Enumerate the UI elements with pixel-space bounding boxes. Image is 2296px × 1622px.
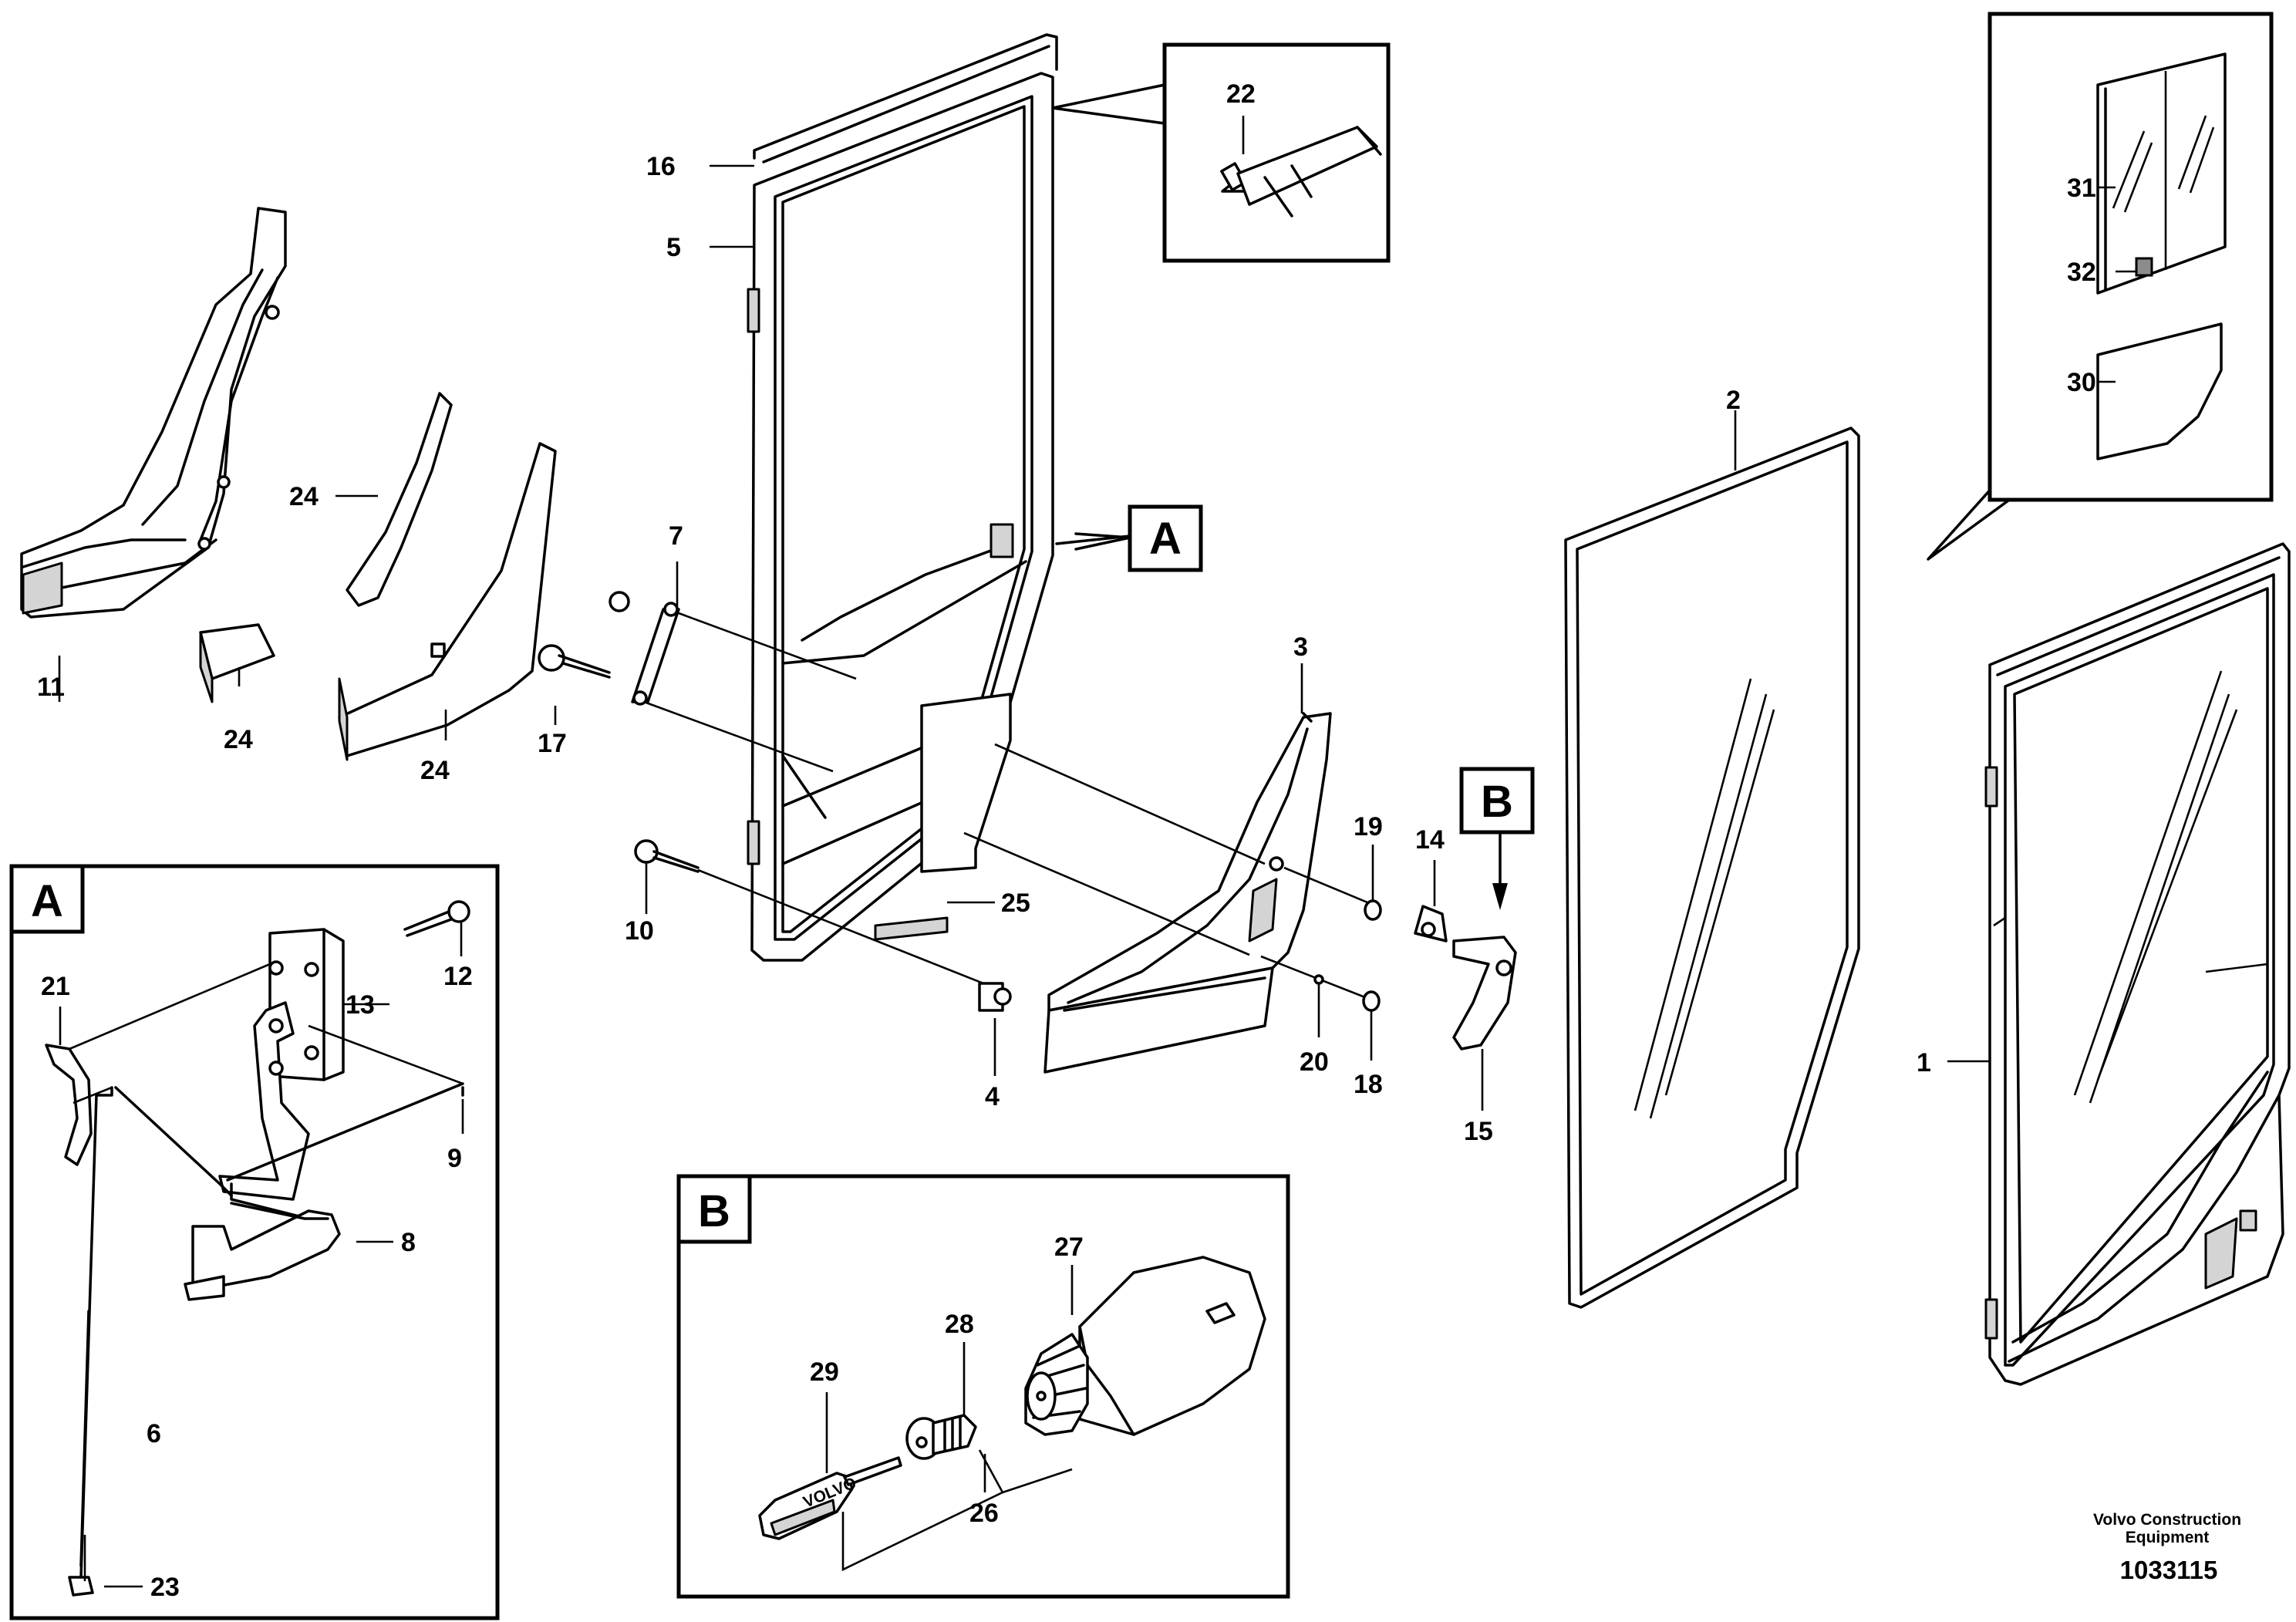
glass-pane-2	[1564, 427, 1860, 1309]
footer: Volvo Construction Equipment 1033115	[2093, 1511, 2241, 1584]
rod-6	[72, 1086, 113, 1579]
handle-8	[184, 1182, 341, 1301]
label-5: 5	[666, 233, 681, 262]
label-11: 11	[37, 673, 65, 702]
spacer-14	[1414, 905, 1448, 943]
callout-b-ref: B	[1459, 767, 1535, 910]
screw-20	[1313, 974, 1324, 985]
callout-a-ref: A	[1055, 504, 1203, 572]
detail-b-box: B VOLVO	[676, 1174, 1290, 1599]
label-24-upper: 24	[289, 482, 319, 511]
label-27: 27	[1054, 1233, 1084, 1262]
door-assembly-1	[1984, 542, 2291, 1386]
bolt-17	[538, 644, 611, 679]
label-26: 26	[969, 1499, 999, 1528]
label-21: 21	[41, 972, 70, 1001]
label-22: 22	[1226, 79, 1256, 109]
window-detail-box	[1927, 12, 2274, 561]
label-4: 4	[985, 1082, 1000, 1111]
part-labels: 1 2 3 4 5 6 7 8 9 10 11 12 13 14 15 16 1…	[37, 79, 2096, 1602]
label-3: 3	[1293, 632, 1308, 662]
clip-23	[68, 1576, 94, 1597]
bracket-7	[609, 591, 857, 773]
detail-a-letter: A	[31, 876, 63, 926]
filler-piece-24-lower	[338, 442, 557, 761]
spring-28	[905, 1414, 977, 1460]
label-15: 15	[1464, 1117, 1493, 1146]
label-28: 28	[945, 1310, 974, 1339]
label-29: 29	[810, 1357, 839, 1387]
strip-25	[874, 916, 949, 941]
label-31: 31	[2067, 174, 2096, 203]
label-8: 8	[401, 1228, 416, 1257]
wedge-24-small	[199, 623, 275, 703]
callout-b-letter: B	[1481, 777, 1513, 827]
side-panel-11	[20, 207, 287, 619]
label-9: 9	[447, 1144, 462, 1173]
label-13: 13	[346, 990, 375, 1020]
trim-panel-3	[963, 712, 1377, 1074]
label-20: 20	[1300, 1047, 1329, 1077]
door-frame-5	[747, 72, 1054, 962]
rod-link	[114, 1086, 233, 1197]
detail-a-box: A	[9, 864, 500, 1620]
screw-12	[403, 900, 470, 937]
label-24-left: 24	[224, 725, 253, 754]
label-19: 19	[1354, 812, 1383, 841]
label-30: 30	[2067, 368, 2096, 397]
callout-a-letter: A	[1149, 514, 1182, 564]
label-16: 16	[646, 152, 676, 181]
sealant-detail-box	[1051, 42, 1391, 263]
drawing-number: 1033115	[2120, 1556, 2218, 1584]
label-14: 14	[1415, 825, 1445, 855]
label-7: 7	[669, 521, 683, 551]
lever-21	[45, 1044, 93, 1166]
company-line-1: Volvo Construction	[2093, 1511, 2241, 1529]
label-32: 32	[2067, 258, 2096, 287]
striker-4	[978, 982, 1012, 1012]
latch-body-13	[268, 928, 345, 1081]
label-25: 25	[1001, 889, 1030, 918]
filler-piece-24-upper	[346, 392, 453, 607]
label-17: 17	[538, 729, 567, 758]
rod-9	[226, 1082, 464, 1182]
washer-18	[1362, 990, 1381, 1012]
label-1: 1	[1917, 1048, 1931, 1077]
label-12: 12	[443, 962, 473, 991]
lock-housing-27	[1024, 1256, 1266, 1436]
company-line-2: Equipment	[2126, 1529, 2210, 1546]
latch-lever-assembly	[218, 1001, 310, 1201]
door-seal-16	[753, 33, 1058, 164]
label-2: 2	[1726, 386, 1741, 415]
handle-15	[1452, 936, 1517, 1050]
leader-lines	[58, 116, 2136, 1588]
label-10: 10	[625, 916, 654, 946]
label-6: 6	[147, 1419, 161, 1448]
label-18: 18	[1354, 1070, 1383, 1099]
detail-b-letter: B	[698, 1186, 730, 1236]
label-24-lower: 24	[420, 756, 450, 785]
washer-19	[1364, 899, 1382, 921]
sealant-tube-icon	[1220, 126, 1382, 218]
label-23: 23	[150, 1573, 180, 1602]
